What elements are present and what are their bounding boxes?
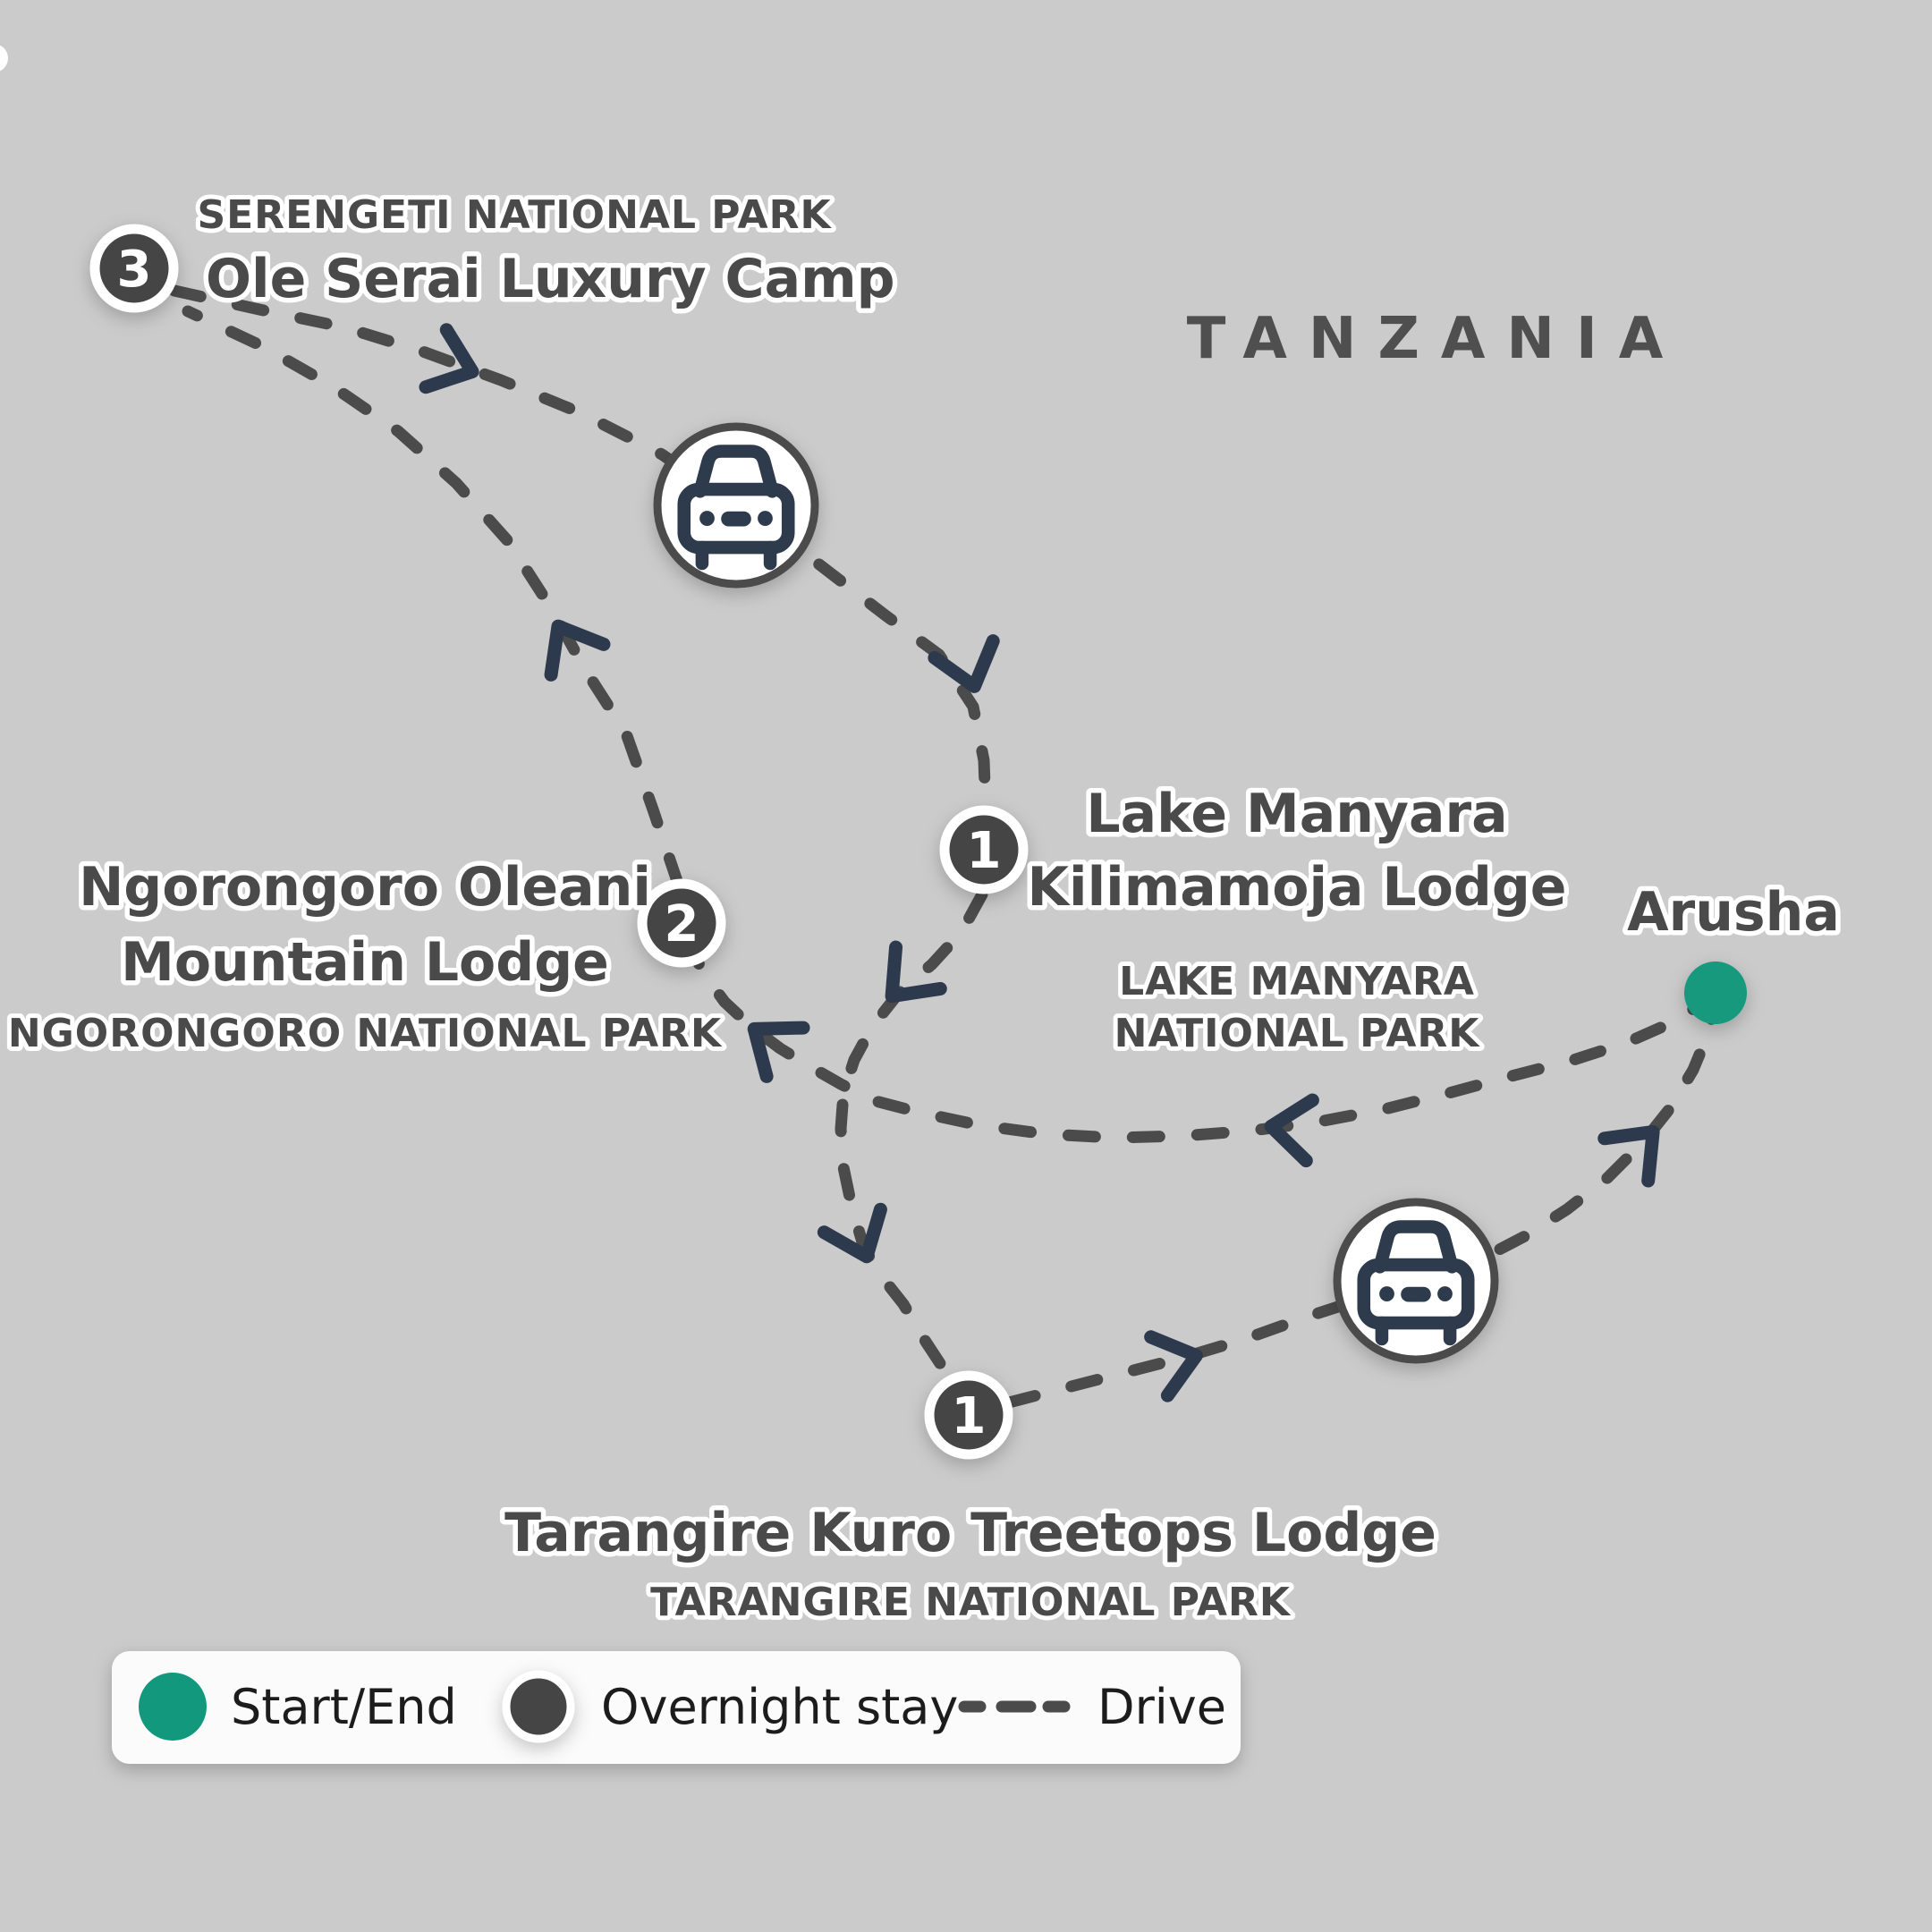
route-arrow [1144, 1330, 1203, 1402]
overnight-stop-icon [637, 878, 726, 968]
start-end-marker [1684, 962, 1747, 1024]
route-lake-manyara-to-tarangire [835, 888, 988, 1379]
legend-start-end-label: Start/End [231, 1679, 457, 1735]
overnight-stop-icon [939, 805, 1029, 894]
legend-start-end-icon [139, 1673, 207, 1741]
route-arrow [885, 940, 947, 1004]
route-arrow [817, 1202, 887, 1264]
route-serengeti-to-lake-manyara [168, 284, 992, 816]
tarangire-lodge-label: Tarangire Kuro Treetops Lodge [504, 1502, 1436, 1564]
overnight-stop-icon [924, 1370, 1013, 1460]
route-direction-arrows [419, 323, 1660, 1402]
arusha-label: Arusha [1627, 881, 1840, 944]
route-tarangire-to-arusha [1003, 994, 1722, 1409]
lake-manyara-lodge-label-line1: Lake Manyara [1086, 783, 1507, 845]
edge-artifact-dot [0, 45, 8, 72]
serengeti-park-label: SERENGETI NATIONAL PARK [197, 192, 832, 238]
stop-badge-tarangire: 1 [924, 1370, 1013, 1460]
legend-drive-label: Drive [1097, 1679, 1226, 1735]
country-label: TANZANIA [1187, 306, 1685, 372]
legend-panel [112, 1651, 1241, 1764]
lake-manyara-park-label-line1: LAKE MANYARA [1119, 959, 1475, 1004]
route-arusha-to-ngorongoro [677, 919, 1722, 1144]
drive-marker-arusha-leg [1333, 1198, 1499, 1364]
route-arrow [419, 323, 479, 394]
nights-count: 1 [967, 822, 1002, 880]
stop-badge-serengeti: 3 [89, 224, 179, 313]
serengeti-lodge-label: Ole Serai Luxury Camp [206, 248, 895, 310]
ngorongoro-lodge-label-line1: Ngorongoro Oleani [79, 856, 651, 919]
route-arrow [747, 1021, 810, 1083]
nights-count: 3 [117, 241, 152, 299]
legend-overnight-icon [502, 1670, 575, 1743]
lake-manyara-lodge-label-line2: Kilimamoja Lodge [1028, 856, 1567, 919]
legend-overnight-label: Overnight stay [601, 1679, 958, 1735]
drive-marker-serengeti-leg [653, 422, 819, 589]
overnight-stop-icon [89, 224, 179, 313]
route-arrow [928, 634, 1000, 693]
route-arrow [1264, 1093, 1319, 1168]
ngorongoro-lodge-label-line2: Mountain Lodge [121, 931, 609, 994]
drive-routes [168, 284, 1722, 1409]
lake-manyara-park-label-line2: NATIONAL PARK [1114, 1011, 1481, 1056]
tarangire-park-label: TARANGIRE NATIONAL PARK [650, 1580, 1292, 1625]
nights-count: 1 [952, 1387, 987, 1445]
ngorongoro-park-label: NGORONGORO NATIONAL PARK [8, 1011, 723, 1056]
route-ngorongoro-to-serengeti [182, 305, 684, 890]
stop-badge-lake-manyara: 1 [939, 805, 1029, 894]
nights-count: 2 [665, 895, 699, 953]
legend: Start/End Overnight stay Drive [112, 1651, 1241, 1764]
stop-badge-ngorongoro: 2 [637, 878, 726, 968]
route-arrow [1597, 1124, 1660, 1188]
route-arrow [544, 619, 611, 682]
